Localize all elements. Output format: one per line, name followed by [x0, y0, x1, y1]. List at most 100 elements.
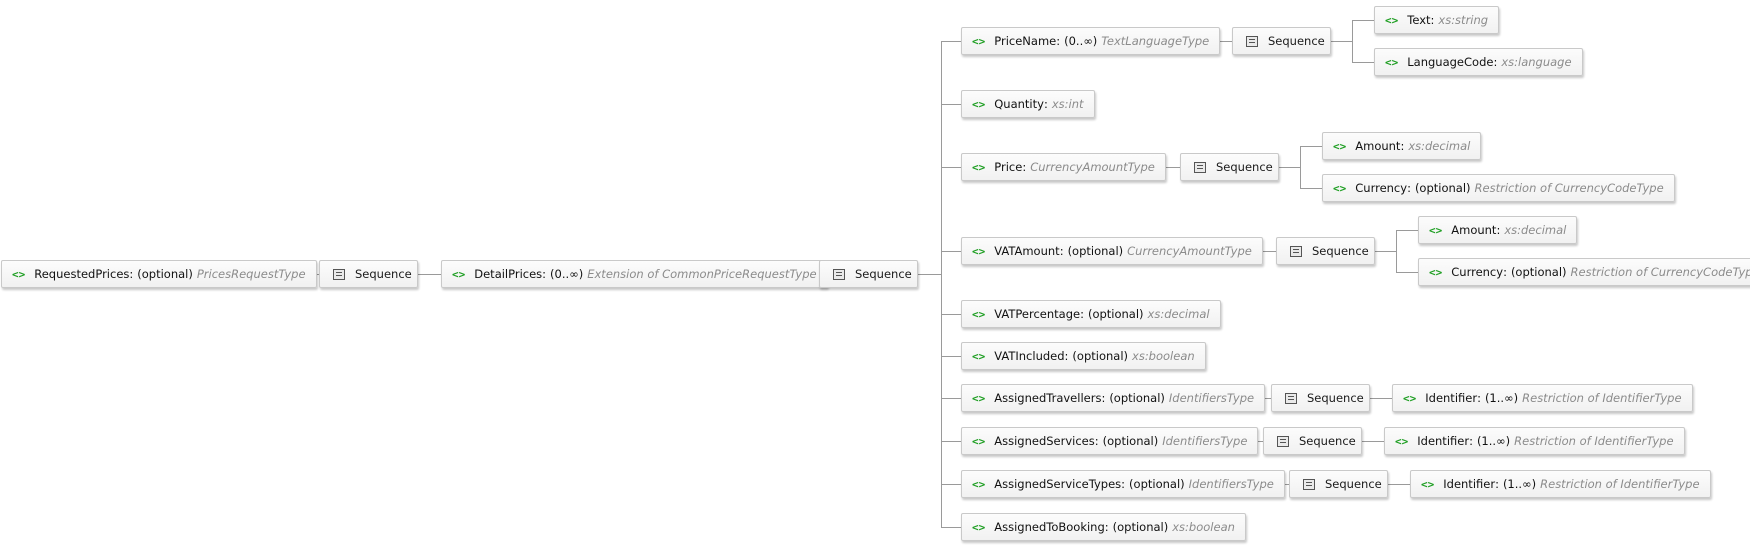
element-vatincluded[interactable]: <> VATIncluded : (optional) xs:boolean	[961, 342, 1206, 370]
element-name: AssignedServices	[994, 434, 1095, 448]
name-separator: :	[1400, 139, 1405, 153]
sequence-compositor[interactable]: Sequence	[1232, 27, 1331, 55]
element-amount[interactable]: <> Amount : xs:decimal	[1322, 132, 1482, 160]
element-cardinality: (optional)	[1067, 244, 1124, 258]
sequence-compositor-icon	[1277, 435, 1289, 447]
element-cardinality: (1..∞)	[1502, 477, 1537, 491]
element-requestedprices[interactable]: <> RequestedPrices : (optional) PricesRe…	[1, 260, 317, 288]
element-cardinality: (optional)	[1102, 434, 1159, 448]
element-currency[interactable]: <> Currency : (optional) Restriction of …	[1322, 174, 1675, 202]
element-name: VATPercentage	[994, 307, 1081, 321]
element-languagecode[interactable]: <> LanguageCode : xs:language	[1374, 48, 1583, 76]
name-separator: :	[1493, 55, 1498, 69]
element-name: LanguageCode	[1407, 55, 1494, 69]
element-vatamount[interactable]: <> VATAmount : (optional) CurrencyAmount…	[961, 237, 1263, 265]
sequence-compositor[interactable]: Sequence	[1271, 384, 1370, 412]
element-cardinality: (optional)	[1510, 265, 1567, 279]
element-type: Restriction of IdentifierType	[1540, 477, 1700, 491]
element-assignedservicetypes[interactable]: <> AssignedServiceTypes : (optional) Ide…	[961, 470, 1285, 498]
element-cardinality: (optional)	[1414, 181, 1471, 195]
element-name: AssignedServiceTypes	[994, 477, 1122, 491]
element-amount[interactable]: <> Amount : xs:decimal	[1418, 216, 1578, 244]
sequence-label: Sequence	[355, 267, 412, 281]
element-tag-icon: <>	[1403, 391, 1417, 405]
sequence-compositor[interactable]: Sequence	[1180, 153, 1279, 181]
element-identifier[interactable]: <> Identifier : (1..∞) Restriction of Id…	[1410, 470, 1711, 498]
name-separator: :	[1407, 181, 1411, 195]
name-separator: :	[1121, 477, 1126, 491]
sequence-compositor-icon	[1290, 245, 1302, 257]
element-type: Restriction of CurrencyCodeType	[1474, 181, 1664, 195]
sequence-compositor-icon	[1194, 161, 1206, 173]
element-tag-icon: <>	[972, 97, 986, 111]
element-tag-icon: <>	[1421, 477, 1435, 491]
sequence-label: Sequence	[1216, 160, 1273, 174]
sequence-label: Sequence	[1307, 391, 1364, 405]
element-cardinality: (optional)	[1112, 520, 1169, 534]
element-name: AssignedToBooking	[994, 520, 1105, 534]
element-type: xs:boolean	[1132, 349, 1195, 363]
sequence-label: Sequence	[855, 267, 912, 281]
element-name: DetailPrices	[474, 267, 543, 281]
sequence-compositor-icon	[333, 268, 345, 280]
element-name: Amount	[1355, 139, 1401, 153]
element-name: Currency	[1451, 265, 1504, 279]
element-type: xs:boolean	[1172, 520, 1235, 534]
element-currency[interactable]: <> Currency : (optional) Restriction of …	[1418, 258, 1750, 286]
element-tag-icon: <>	[972, 477, 986, 491]
name-separator: :	[1104, 520, 1109, 534]
name-separator: :	[1064, 349, 1069, 363]
element-assignedtobooking[interactable]: <> AssignedToBooking : (optional) xs:boo…	[961, 513, 1246, 541]
element-name: Price	[994, 160, 1023, 174]
name-separator: :	[1059, 244, 1064, 258]
sequence-label: Sequence	[1325, 477, 1382, 491]
sequence-compositor-icon	[1285, 392, 1297, 404]
element-tag-icon: <>	[12, 267, 26, 281]
name-separator: :	[129, 267, 134, 281]
sequence-compositor[interactable]: Sequence	[1289, 470, 1388, 498]
element-type: IdentifiersType	[1162, 434, 1248, 448]
element-name: Text	[1407, 13, 1431, 27]
sequence-label: Sequence	[1299, 434, 1356, 448]
element-cardinality: (optional)	[1109, 391, 1165, 405]
element-tag-icon: <>	[1385, 13, 1399, 27]
element-tag-icon: <>	[1395, 434, 1409, 448]
element-name: Identifier	[1425, 391, 1478, 405]
element-detailprices[interactable]: <> DetailPrices : (0..∞) Extension of Co…	[441, 260, 828, 288]
sequence-label: Sequence	[1268, 34, 1325, 48]
element-tag-icon: <>	[972, 34, 986, 48]
element-assignedtravellers[interactable]: <> AssignedTravellers : (optional) Ident…	[961, 384, 1266, 412]
element-tag-icon: <>	[1429, 265, 1443, 279]
sequence-compositor[interactable]: Sequence	[319, 260, 418, 288]
sequence-compositor[interactable]: Sequence	[1276, 237, 1375, 265]
element-cardinality: (optional)	[137, 267, 193, 281]
sequence-compositor-icon	[1303, 478, 1315, 490]
element-type: PricesRequestType	[196, 267, 306, 281]
element-identifier[interactable]: <> Identifier : (1..∞) Restriction of Id…	[1392, 384, 1693, 412]
element-tag-icon: <>	[972, 307, 986, 321]
element-tag-icon: <>	[972, 434, 986, 448]
element-vatpercentage[interactable]: <> VATPercentage : (optional) xs:decimal	[961, 300, 1221, 328]
element-tag-icon: <>	[972, 520, 986, 534]
element-assignedservices[interactable]: <> AssignedServices : (optional) Identif…	[961, 427, 1259, 455]
element-quantity[interactable]: <> Quantity : xs:int	[961, 90, 1095, 118]
element-type: Extension of CommonPriceRequestType	[587, 267, 817, 281]
element-type: xs:language	[1501, 55, 1572, 69]
element-text[interactable]: <> Text : xs:string	[1374, 6, 1500, 34]
element-tag-icon: <>	[1333, 139, 1347, 153]
sequence-compositor-icon	[1246, 35, 1258, 47]
sequence-label: Sequence	[1312, 244, 1369, 258]
element-name: Currency	[1355, 181, 1408, 195]
element-type: xs:decimal	[1408, 139, 1471, 153]
element-identifier[interactable]: <> Identifier : (1..∞) Restriction of Id…	[1384, 427, 1685, 455]
name-separator: :	[1080, 307, 1084, 321]
sequence-compositor[interactable]: Sequence	[819, 260, 918, 288]
element-type: CurrencyAmountType	[1030, 160, 1155, 174]
name-separator: :	[1496, 223, 1501, 237]
element-name: Amount	[1451, 223, 1497, 237]
element-tag-icon: <>	[972, 160, 986, 174]
element-price[interactable]: <> Price : CurrencyAmountType	[961, 153, 1166, 181]
element-pricename[interactable]: <> PriceName : (0..∞) TextLanguageType	[961, 27, 1221, 55]
element-type: Restriction of IdentifierType	[1514, 434, 1674, 448]
sequence-compositor[interactable]: Sequence	[1263, 427, 1362, 455]
